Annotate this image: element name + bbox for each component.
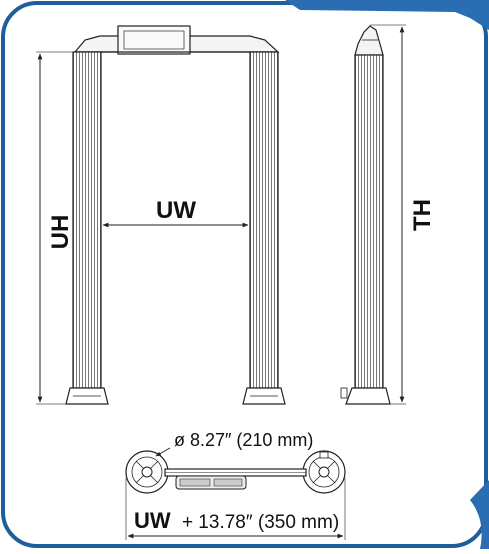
uh-label: UH (47, 215, 74, 250)
footprint-width-suffix: + 13.78″ (350 mm) (182, 512, 339, 533)
uw-label: UW (156, 197, 196, 224)
side-view: TH (340, 24, 436, 405)
side-column (354, 54, 384, 389)
side-column-base (345, 387, 391, 405)
diameter-leader (155, 447, 171, 457)
footprint-width-prefix: UW (134, 508, 171, 533)
footprint-view: ø 8.27″ (210 mm) UW + 13.78″ (350 mm) (125, 430, 346, 540)
footprint-width-label: UW + 13.78″ (350 mm) (134, 508, 339, 533)
corner-accent-tab (285, 0, 489, 30)
front-view: UH UW (36, 25, 286, 405)
control-panel (117, 25, 191, 55)
bottom-accent-edge (470, 480, 489, 549)
left-column (72, 51, 102, 389)
right-column (249, 51, 279, 389)
th-label: TH (409, 199, 436, 231)
side-top-head (354, 25, 384, 56)
diameter-label: ø 8.27″ (210 mm) (174, 430, 313, 450)
